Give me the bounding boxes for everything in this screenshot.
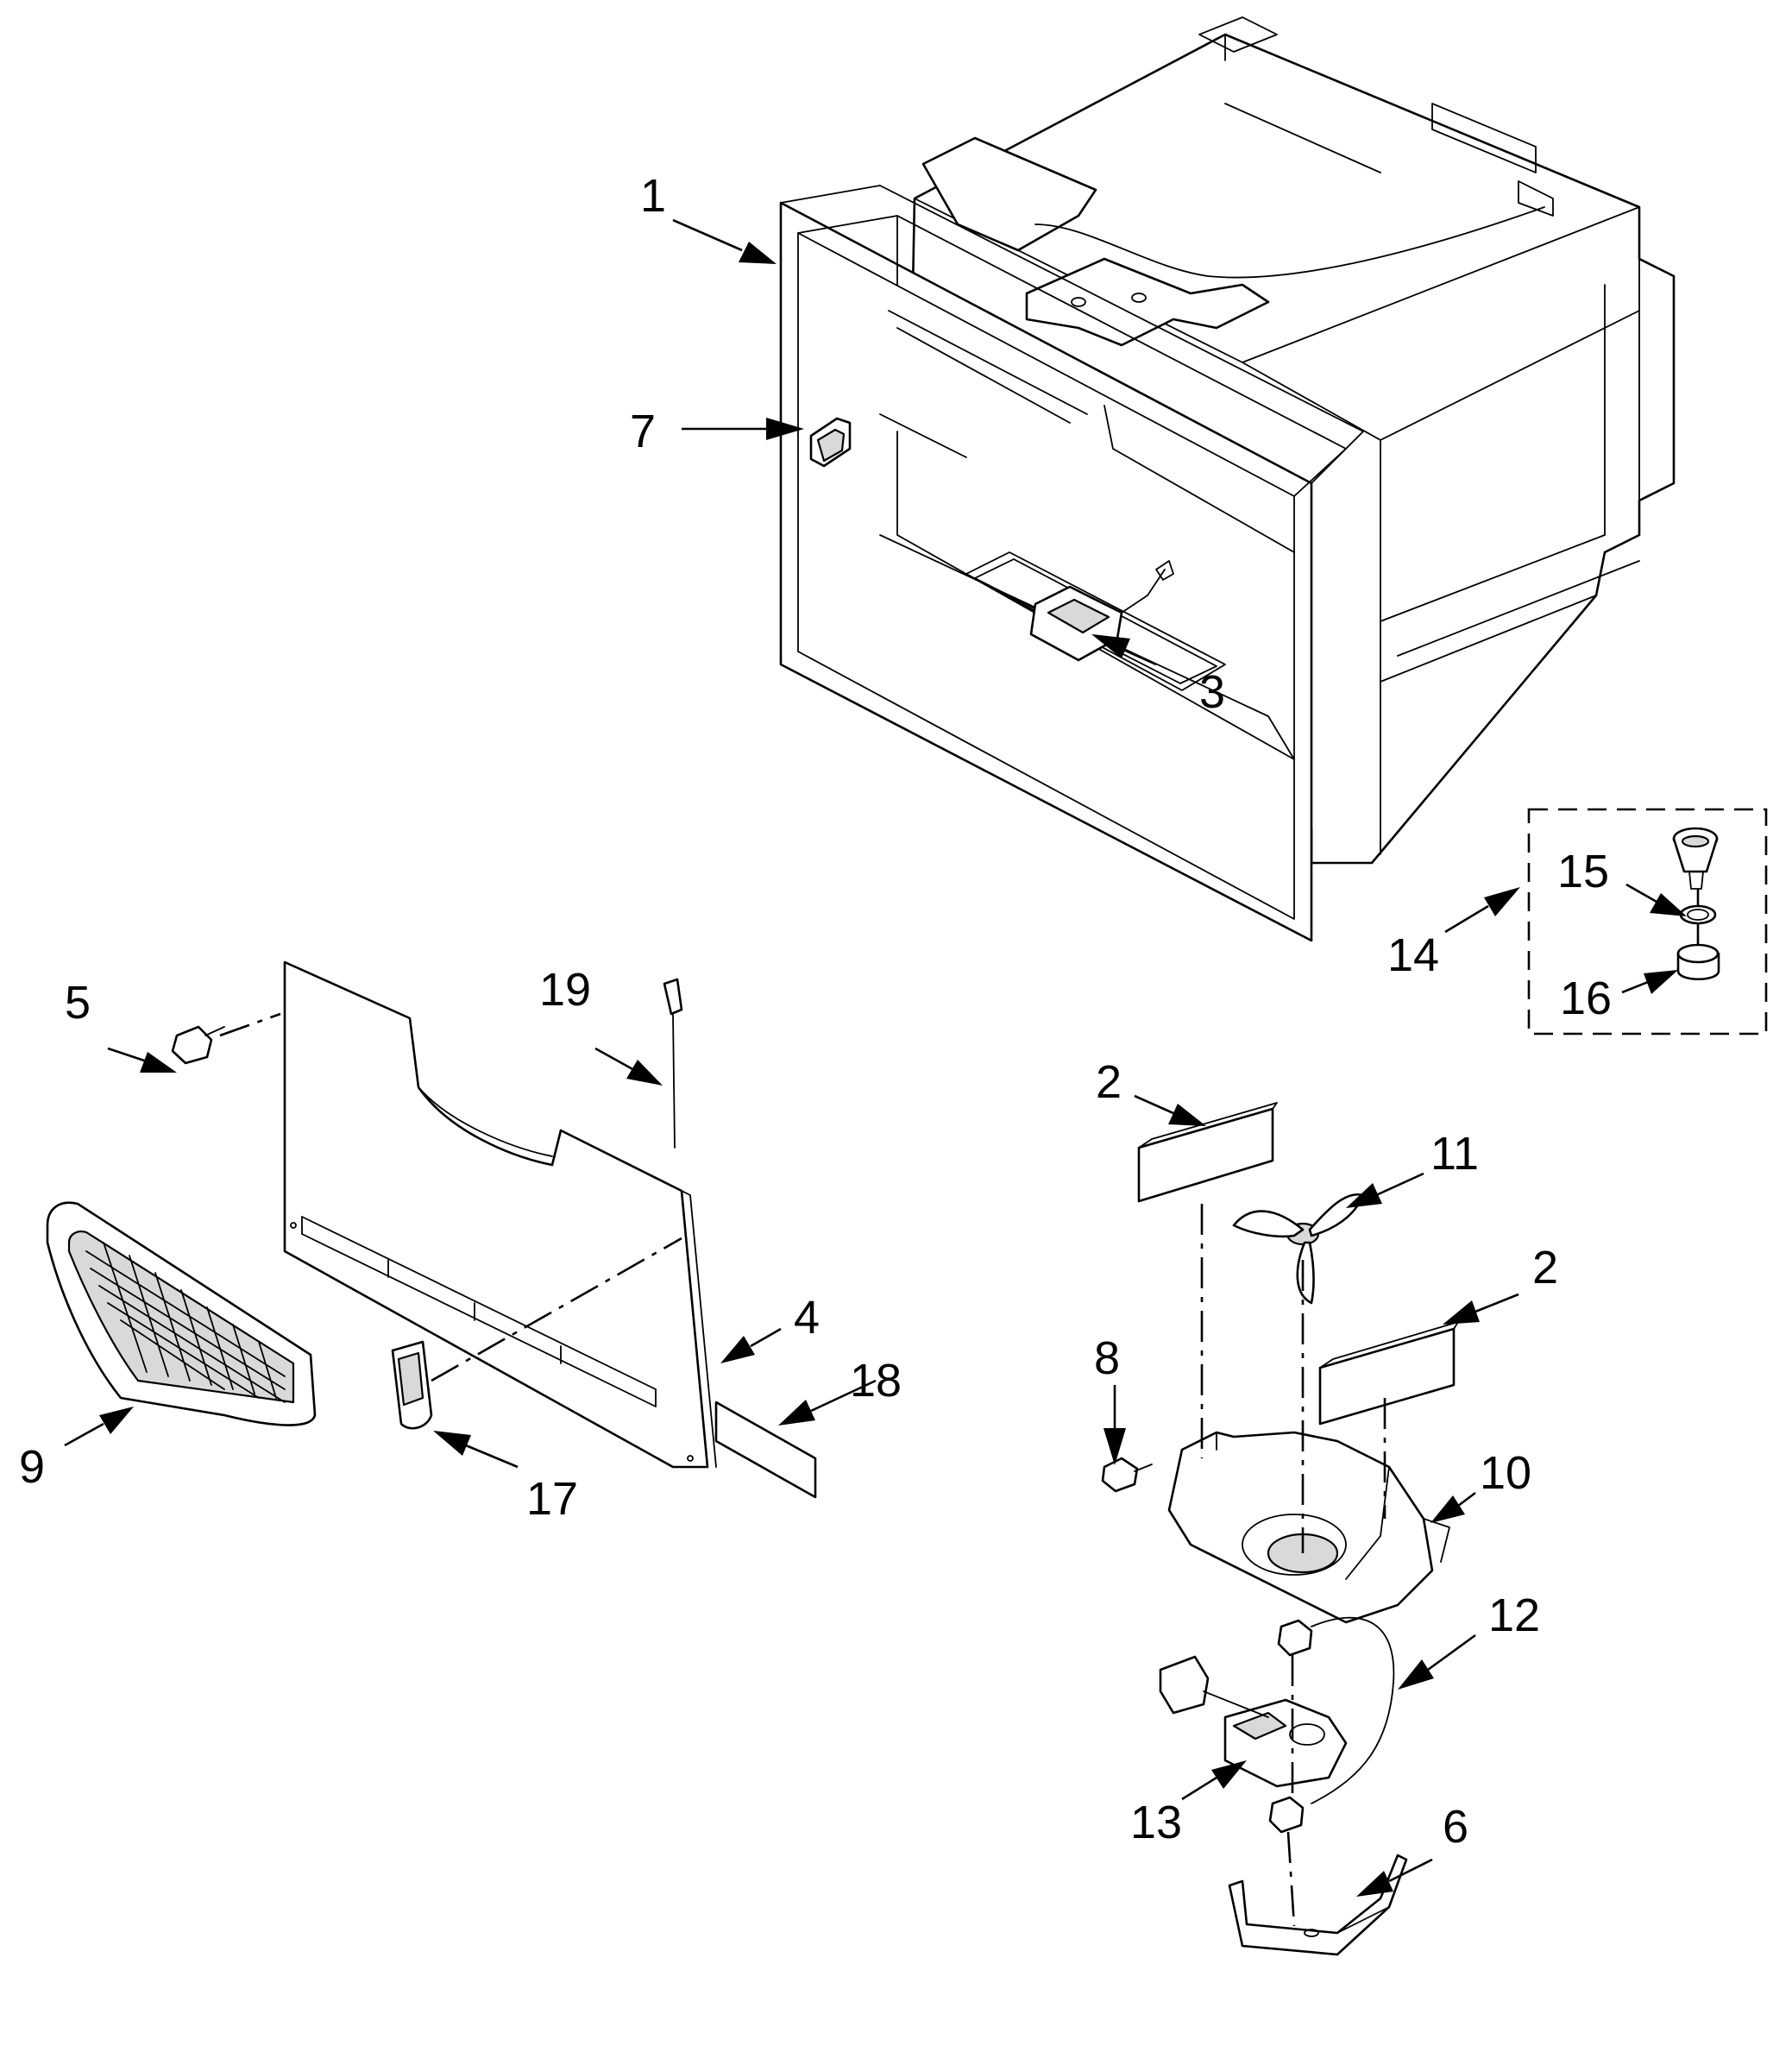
screw-part-5 [171,1025,225,1065]
drain-washer-part-15 [1679,904,1717,925]
foam-strip-part-18 [714,1401,817,1499]
callout-labels: 1 7 3 5 19 4 18 9 17 2 11 2 8 10 12 13 6… [19,170,1612,1853]
motor-grommet-bottom-part-12 [1268,1796,1305,1834]
freezer-liner-part [779,16,1676,942]
callout-18: 18 [850,1355,902,1407]
callout-8: 8 [1094,1332,1120,1384]
callout-15: 15 [1557,846,1609,897]
callout-12: 12 [1488,1589,1540,1641]
kit-14-box [1527,808,1768,1036]
fan-housing-part-10 [1167,1431,1450,1624]
assembly-lines [219,889,1700,1927]
callout-13: 13 [1130,1797,1182,1848]
screw-part-8 [1101,1457,1153,1493]
callout-5: 5 [65,977,91,1029]
drain-strainer-part [1672,827,1719,890]
drain-plug-part-16 [1676,943,1720,980]
air-grille-part [46,1201,317,1426]
leader-arrows [64,218,1687,1897]
callout-7: 7 [630,406,656,457]
callout-6: 6 [1443,1801,1468,1853]
light-switch-part [809,417,852,468]
rear-cover-panel-part [283,960,717,1469]
motor-bracket-part-6 [1228,1854,1408,1956]
callout-11: 11 [1430,1128,1479,1180]
callout-19: 19 [539,964,591,1016]
callout-9: 9 [19,1441,45,1493]
foam-block-part-2b [1318,1321,1459,1426]
motor-grommet-top-part-12 [1277,1619,1313,1657]
callout-2-lower: 2 [1532,1242,1558,1294]
callout-14: 14 [1387,929,1439,981]
callout-2-upper: 2 [1096,1056,1122,1108]
fan-motor-part-13 [1159,1655,1348,1788]
thermistor-part-19 [663,978,683,1149]
callout-16: 16 [1560,973,1612,1024]
motor-wire-part-12 [1311,1616,1395,1804]
callout-3: 3 [1199,666,1225,718]
sensor-clip-part-17 [391,1340,433,1430]
callout-17: 17 [526,1473,578,1525]
callout-10: 10 [1480,1447,1531,1499]
fan-blade-part-11 [1232,1193,1365,1305]
callout-1: 1 [640,170,666,222]
foam-block-part-2a [1137,1102,1278,1203]
callout-4: 4 [794,1292,820,1344]
